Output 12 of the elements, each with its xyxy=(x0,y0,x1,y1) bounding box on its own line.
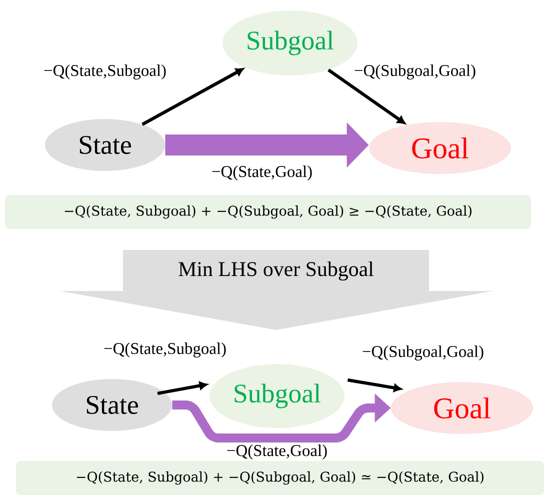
edge-label: −Q(State,Subgoal) xyxy=(104,342,226,358)
edge-label: −Q(State,Subgoal) xyxy=(44,64,166,80)
inequality-box: −Q(State, Subgoal) + −Q(Subgoal, Goal) ≥ −Q(State, Goal) xyxy=(5,195,531,229)
edge-label: −Q(Subgoal,Goal) xyxy=(362,346,484,360)
edge-label: −Q(State,Goal) xyxy=(227,444,327,460)
arrow xyxy=(157,382,208,396)
arrow xyxy=(328,68,406,124)
edge-label: −Q(State,Goal) xyxy=(212,166,312,180)
arrow xyxy=(347,378,402,392)
edge-label: −Q(Subgoal,Goal) xyxy=(354,64,476,80)
arrow xyxy=(142,68,244,126)
approximation-box: −Q(State, Subgoal) + −Q(Subgoal, Goal) ≃ −Q(State, Goal) xyxy=(16,461,544,495)
